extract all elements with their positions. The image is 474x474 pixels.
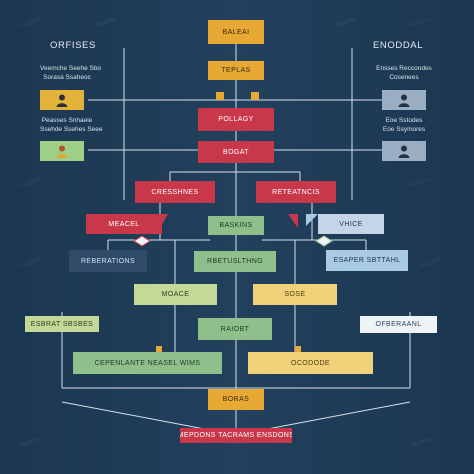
node-boras[interactable]: BORAS [208, 389, 264, 410]
right-caption-1-line-1: Ensses Reccondes [376, 65, 432, 72]
node-reberations[interactable]: REBERATIONS [69, 250, 147, 272]
node-moace[interactable]: MOACE [134, 284, 217, 305]
right-caption-2: Eoe Sstodes Eoe Ssymores [376, 116, 432, 134]
left-caption-2-line-2: Ssehde Ssehes Seee [40, 126, 103, 133]
left-caption-2-line-1: Peasses Snhaeie [41, 117, 93, 124]
right-caption-1: Ensses Reccondes Cosenees [376, 64, 432, 82]
right-column-title: ENODDAL [373, 40, 424, 51]
person-icon [398, 145, 410, 158]
node-rbetusl[interactable]: RBETUSLTHNG [194, 251, 276, 272]
right-caption-2-line-2: Eoe Ssymores [382, 126, 426, 133]
node-tier2[interactable]: TEPLAS [208, 61, 264, 80]
node-cepenlante[interactable]: CEPENLANTE NEASEL WIMS [73, 352, 222, 374]
left-avatar-1[interactable] [40, 90, 84, 110]
left-caption-1-line-2: Sorasa Ssaheoc [43, 74, 91, 81]
right-avatar-1[interactable] [382, 90, 426, 110]
left-avatar-2[interactable] [40, 141, 84, 161]
person-icon [56, 94, 68, 107]
node-boat[interactable]: BOGAT [198, 141, 274, 163]
right-caption-2-line-1: Eoe Sstodes [385, 117, 423, 124]
left-caption-1: Veemche Seehe Sbo Sorasa Ssaheoc [40, 64, 102, 82]
node-policy[interactable]: POLLAGY [198, 108, 274, 131]
node-vhice[interactable]: VHICE [318, 214, 384, 234]
right-avatar-2[interactable] [382, 141, 426, 161]
person-icon [56, 145, 68, 158]
node-raiobt[interactable]: RAIOBT [198, 318, 272, 340]
person-icon [398, 94, 410, 107]
node-right-red[interactable]: RETEATNCIS [256, 181, 336, 203]
node-ofberaanl[interactable]: OFBERAANL [360, 316, 437, 333]
node-left-red[interactable]: CRESSHNES [135, 181, 215, 203]
left-caption-1-line-1: Veemche Seehe Sbo [40, 65, 102, 72]
node-sose[interactable]: SOSE [253, 284, 337, 305]
node-meacel[interactable]: MEACEL [86, 214, 162, 234]
right-caption-1-line-2: Cosenees [389, 74, 419, 81]
node-top[interactable]: BALEAI [208, 20, 264, 44]
node-ocodode[interactable]: OCODODE [248, 352, 373, 374]
node-baskins[interactable]: BASKINS [208, 216, 264, 235]
node-bottom[interactable]: MEPDONS TACRAMS ENSDONS [180, 428, 292, 443]
node-esbrat[interactable]: ESBRAT SBSBES [25, 316, 99, 332]
left-caption-2: Peasses Snhaeie Ssehde Ssehes Seee [40, 116, 103, 134]
left-column-title: ORFISES [50, 40, 96, 51]
node-esaper[interactable]: ESAPER SBTTAHL [326, 250, 408, 271]
